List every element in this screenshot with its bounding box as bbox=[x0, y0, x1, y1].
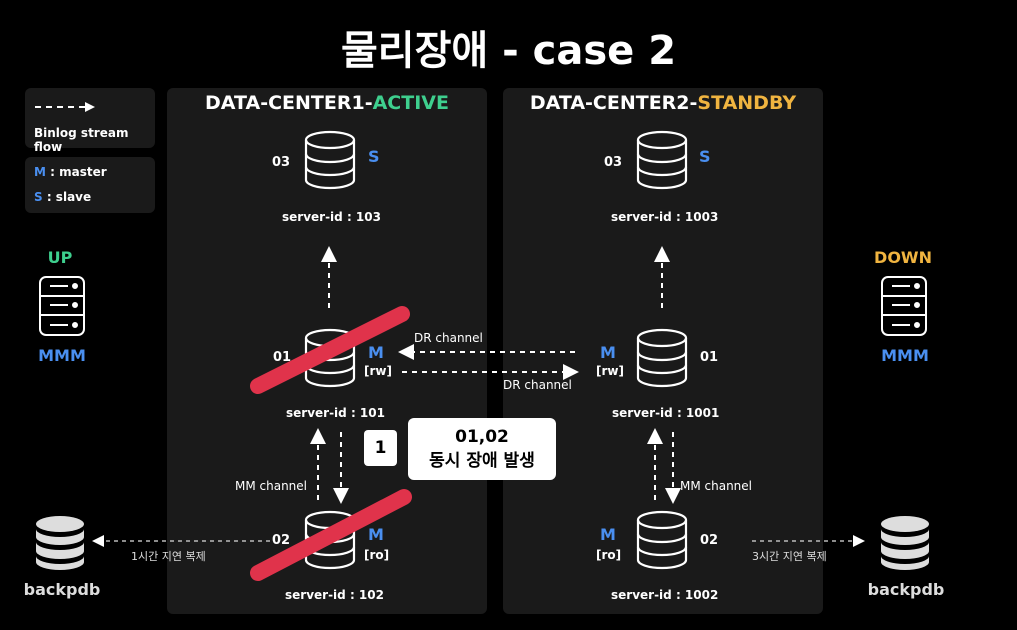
legend-slave: S : slave bbox=[34, 190, 92, 204]
left-mmm-label: MMM bbox=[38, 346, 86, 365]
callout-line2: 동시 장애 발생 bbox=[429, 451, 535, 471]
dc2-server-01-number: 01 bbox=[700, 350, 719, 365]
dc2-server-02-mode: [ro] bbox=[596, 548, 622, 562]
dc2-server-02-database-icon bbox=[636, 510, 688, 570]
dc1-server-01-number: 01 bbox=[273, 350, 292, 365]
legend-master: M : master bbox=[34, 165, 107, 179]
dc2-server-02-id: server-id : 1002 bbox=[611, 588, 719, 602]
right-backup-delay: 3시간 지연 복제 bbox=[752, 550, 827, 563]
dc1-server-01-mode: [rw] bbox=[364, 364, 392, 378]
dc1-server-02-role: M bbox=[368, 525, 384, 544]
dc1-mm-channel-label: MM channel bbox=[235, 479, 308, 493]
dc2-mm-channel-label: MM channel bbox=[680, 479, 753, 493]
legend-roles-box: M : master S : slave bbox=[25, 157, 155, 213]
dc1-server-01-role: M bbox=[368, 343, 384, 362]
page-title: 물리장애 - case 2 bbox=[340, 28, 677, 74]
dc1-server-02-mode: [ro] bbox=[364, 548, 390, 562]
dr-channel-label-bottom: DR channel bbox=[503, 378, 572, 392]
dc2-server-01-id: server-id : 1001 bbox=[612, 406, 720, 420]
callout-number-badge: 1 bbox=[364, 430, 397, 466]
dc2-server-01-role: M bbox=[600, 343, 616, 362]
right-mmm-server-icon bbox=[881, 276, 927, 336]
dr-channel-label-top: DR channel bbox=[414, 331, 483, 345]
legend-flow-box: Binlog stream flow bbox=[25, 88, 155, 154]
left-mmm-status: UP bbox=[47, 248, 73, 267]
dashed-arrow-icon bbox=[35, 102, 95, 112]
dc1-server-03-id: server-id : 103 bbox=[282, 210, 381, 224]
left-backup-label: backpdb bbox=[23, 580, 101, 599]
dc2-server-01-mode: [rw] bbox=[596, 364, 624, 378]
left-mmm-server-icon bbox=[39, 276, 85, 336]
right-mmm-status: DOWN bbox=[874, 248, 932, 267]
dc1-server-03-role: S bbox=[368, 147, 380, 166]
dc2-server-03-database-icon bbox=[636, 130, 688, 190]
right-backup-database-icon bbox=[881, 516, 929, 570]
dc2-server-03-role: S bbox=[699, 147, 711, 166]
callout-line1: 01,02 bbox=[455, 427, 509, 447]
dc2-server-03-number: 03 bbox=[604, 155, 623, 170]
dc2-server-02-number: 02 bbox=[700, 533, 719, 548]
dc2-server-02-role: M bbox=[600, 525, 616, 544]
dc2-server-01-database-icon bbox=[636, 328, 688, 388]
dc1-server-01-id: server-id : 101 bbox=[286, 406, 385, 420]
datacenter2-title: DATA-CENTER2-STANDBY bbox=[529, 92, 797, 114]
right-backup-label: backpdb bbox=[867, 580, 945, 599]
dc1-server-03-number: 03 bbox=[272, 155, 291, 170]
left-backup-delay: 1시간 지연 복제 bbox=[131, 550, 206, 563]
left-backup-database-icon bbox=[36, 516, 84, 570]
dc1-server-02-number: 02 bbox=[272, 533, 291, 548]
right-mmm-label: MMM bbox=[881, 346, 929, 365]
dc1-server-03-database-icon bbox=[304, 130, 356, 190]
legend-flow-label: Binlog stream flow bbox=[34, 126, 129, 154]
datacenter1-title: DATA-CENTER1-ACTIVE bbox=[205, 92, 449, 114]
dc2-server-03-id: server-id : 1003 bbox=[611, 210, 719, 224]
dc1-server-02-id: server-id : 102 bbox=[285, 588, 384, 602]
callout-box: 01,02 동시 장애 발생 bbox=[408, 418, 556, 480]
